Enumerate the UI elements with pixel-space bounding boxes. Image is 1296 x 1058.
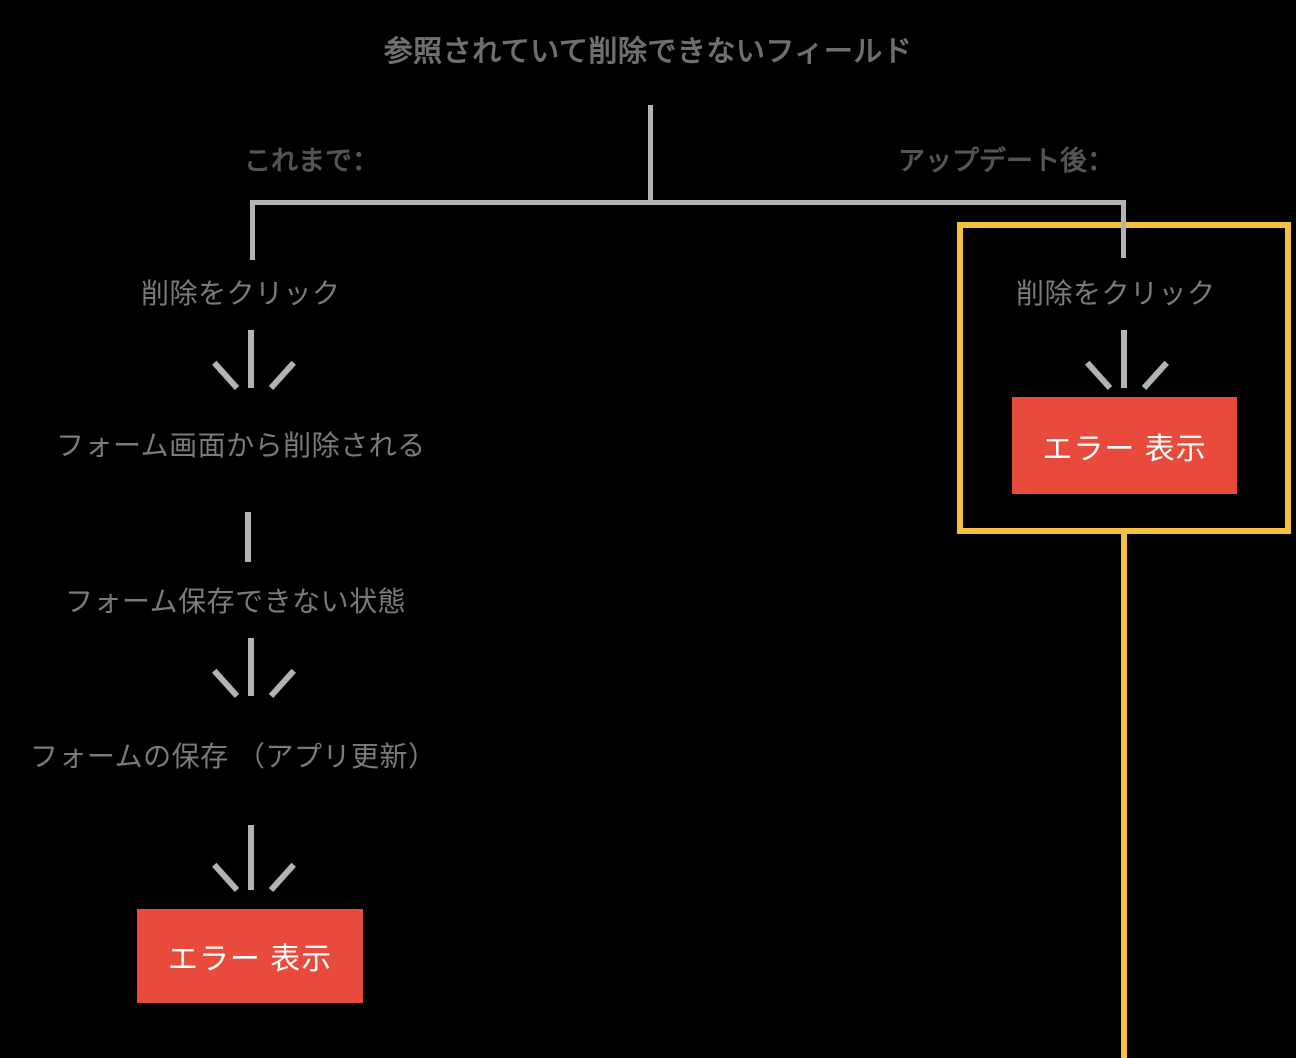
after-branch-drop-connector	[1121, 200, 1126, 258]
column-label-after: アップデート後：	[898, 146, 1114, 176]
before-arrow-3	[212, 825, 296, 893]
after-step-1-text: 削除をクリック	[1016, 278, 1216, 309]
diagram-title: 参照されていて削除できないフィールド	[383, 36, 913, 68]
before-step-2-text: フォーム画面から削除される	[56, 430, 426, 461]
before-step-4-text: フォームの保存 （アプリ更新）	[30, 741, 437, 772]
before-arrow-2	[212, 638, 296, 699]
after-error-label: エラー 表示	[1042, 432, 1207, 466]
before-branch-drop-connector	[250, 200, 255, 260]
title-stem-connector	[648, 105, 653, 203]
before-arrow-1	[212, 330, 296, 391]
after-error-box: エラー 表示	[1012, 397, 1237, 494]
before-error-label: エラー 表示	[167, 943, 333, 976]
branch-split-connector	[250, 200, 1126, 205]
before-step-3-text: フォーム保存できない状態	[65, 586, 407, 617]
before-error-box: エラー 表示	[137, 909, 363, 1003]
before-plain-connector	[245, 512, 251, 562]
column-label-before: これまで：	[244, 146, 379, 176]
after-arrow-1	[1085, 330, 1169, 391]
before-step-1-text: 削除をクリック	[141, 278, 341, 309]
after-branch-highlight-tail	[1121, 534, 1127, 1058]
